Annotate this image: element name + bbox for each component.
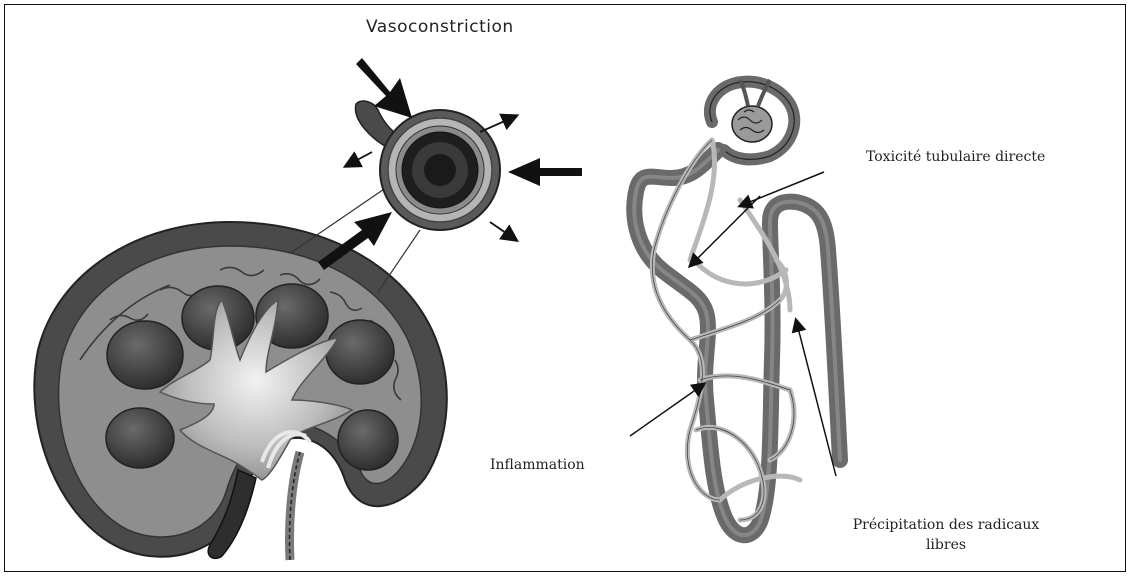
big-arrow xyxy=(508,158,582,186)
renal-pyramid xyxy=(107,321,183,389)
renal-pyramid xyxy=(326,320,394,384)
vessel-cross-section xyxy=(355,101,500,230)
free-radical-precipitation-label: Précipitation des radicaux libres xyxy=(848,515,1044,555)
inflammation-label: Inflammation xyxy=(490,457,585,473)
glomerulus xyxy=(732,106,772,142)
renal-pyramid xyxy=(106,408,174,468)
tubular-toxicity-label: Toxicité tubulaire directe xyxy=(866,149,1045,165)
kidney-illustration xyxy=(34,222,446,560)
vasoconstriction-label: Vasoconstriction xyxy=(366,17,514,37)
renal-pyramid xyxy=(338,410,398,470)
nephron-illustration xyxy=(634,80,840,535)
